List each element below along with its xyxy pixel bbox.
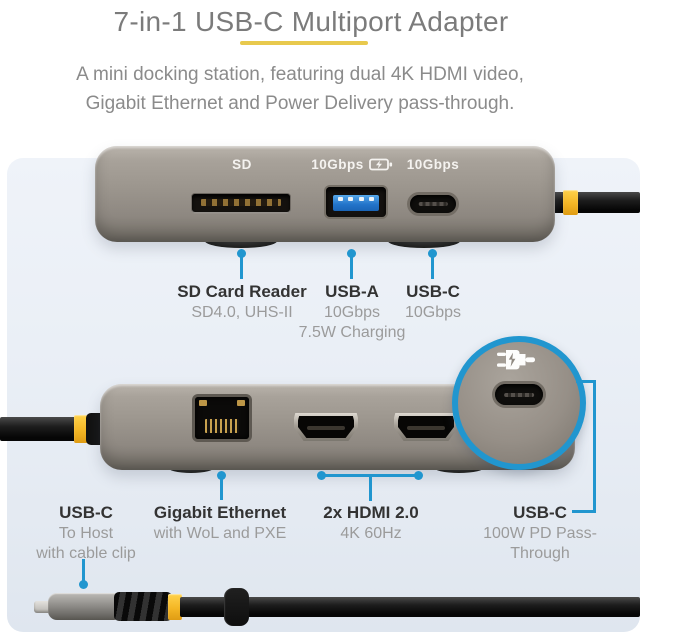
callout-line xyxy=(369,474,372,501)
power-plug-icon xyxy=(497,348,541,377)
callout-title: 2x HDMI 2.0 xyxy=(323,503,419,522)
fast-charge-battery-icon xyxy=(368,158,393,171)
callout-hdmi: 2x HDMI 2.0 4K 60Hz xyxy=(285,502,457,544)
sd-card-slot xyxy=(192,194,290,212)
callout-sub: with cable clip xyxy=(36,545,136,562)
callout-title: USB-A xyxy=(325,282,379,301)
adapter-front-view: SD 10Gbps 10Gbps xyxy=(95,146,555,242)
usb-c-port xyxy=(410,195,456,213)
sd-slot-contacts xyxy=(201,199,281,206)
rj45-contacts xyxy=(205,419,239,433)
callout-sub: with WoL and PXE xyxy=(153,525,287,542)
callout-line xyxy=(431,255,434,279)
title-underline xyxy=(240,41,368,45)
subtitle-line2: Gigabit Ethernet and Power Delivery pass… xyxy=(85,93,515,114)
usb-c-port-print: 10Gbps xyxy=(406,157,460,172)
callout-gigabit-ethernet: Gigabit Ethernet with WoL and PXE xyxy=(134,502,306,544)
callout-sub: 10Gbps xyxy=(323,304,381,321)
yellow-band xyxy=(563,190,578,215)
usb-a-port xyxy=(326,187,386,217)
subtitle-line1: A mini docking station, featuring dual 4… xyxy=(76,64,524,85)
callout-dot xyxy=(414,471,423,480)
hdmi-port-1 xyxy=(294,413,358,441)
callout-title: USB-C xyxy=(513,503,567,522)
callout-sub: To Host xyxy=(58,525,114,542)
callout-line xyxy=(82,559,85,582)
yellow-band xyxy=(74,415,88,443)
callout-dot xyxy=(428,249,437,258)
callout-usb-a: USB-A 10Gbps 7.5W Charging xyxy=(257,281,447,343)
callout-usb-c-pd: USB-C 100W PD Pass-Through xyxy=(454,502,626,564)
callout-usb-c-host: USB-C To Host with cable clip xyxy=(0,502,172,564)
usb-a-contacts xyxy=(333,197,379,201)
callout-dot xyxy=(217,471,226,480)
page-title: 7-in-1 USB-C Multiport Adapter xyxy=(113,6,509,37)
callout-title: USB-C xyxy=(406,282,460,301)
rj45-port xyxy=(195,397,249,439)
callout-dot xyxy=(79,580,88,589)
callout-dot xyxy=(347,249,356,258)
callout-line xyxy=(350,255,353,279)
callout-title: SD Card Reader xyxy=(177,282,307,301)
callout-title: USB-C xyxy=(59,503,113,522)
callout-sub: 4K 60Hz xyxy=(340,525,402,542)
callout-line xyxy=(240,255,243,279)
callout-dot xyxy=(237,249,246,258)
strain-relief xyxy=(114,592,172,621)
callout-line xyxy=(593,380,596,513)
usb-c-pd-port xyxy=(495,384,543,405)
usb-a-port-print: 10Gbps xyxy=(292,157,412,172)
usb-c-pd-zoom-callout xyxy=(452,336,586,470)
callout-sd-card-reader: SD Card Reader SD4.0, UHS-II xyxy=(147,281,337,323)
host-cable xyxy=(180,597,640,617)
callout-sub: 10Gbps xyxy=(404,304,462,321)
usb-c-connector-tongue xyxy=(34,601,52,613)
cable-clip xyxy=(224,588,249,626)
callout-line xyxy=(220,476,223,500)
callout-usb-c-10g: USB-C 10Gbps xyxy=(338,281,528,323)
callout-sub: SD4.0, UHS-II xyxy=(191,304,293,321)
callout-line xyxy=(572,510,596,513)
subtitle: A mini docking station, featuring dual 4… xyxy=(0,60,600,118)
callout-line xyxy=(576,380,596,383)
yellow-band xyxy=(168,594,182,620)
hdmi-port-2 xyxy=(394,413,458,441)
callout-title: Gigabit Ethernet xyxy=(153,503,287,522)
usb-c-connector xyxy=(48,593,118,620)
callout-sub: 7.5W Charging xyxy=(298,324,406,341)
sd-port-print: SD xyxy=(232,157,252,172)
callout-sub: 100W PD Pass-Through xyxy=(483,525,597,562)
